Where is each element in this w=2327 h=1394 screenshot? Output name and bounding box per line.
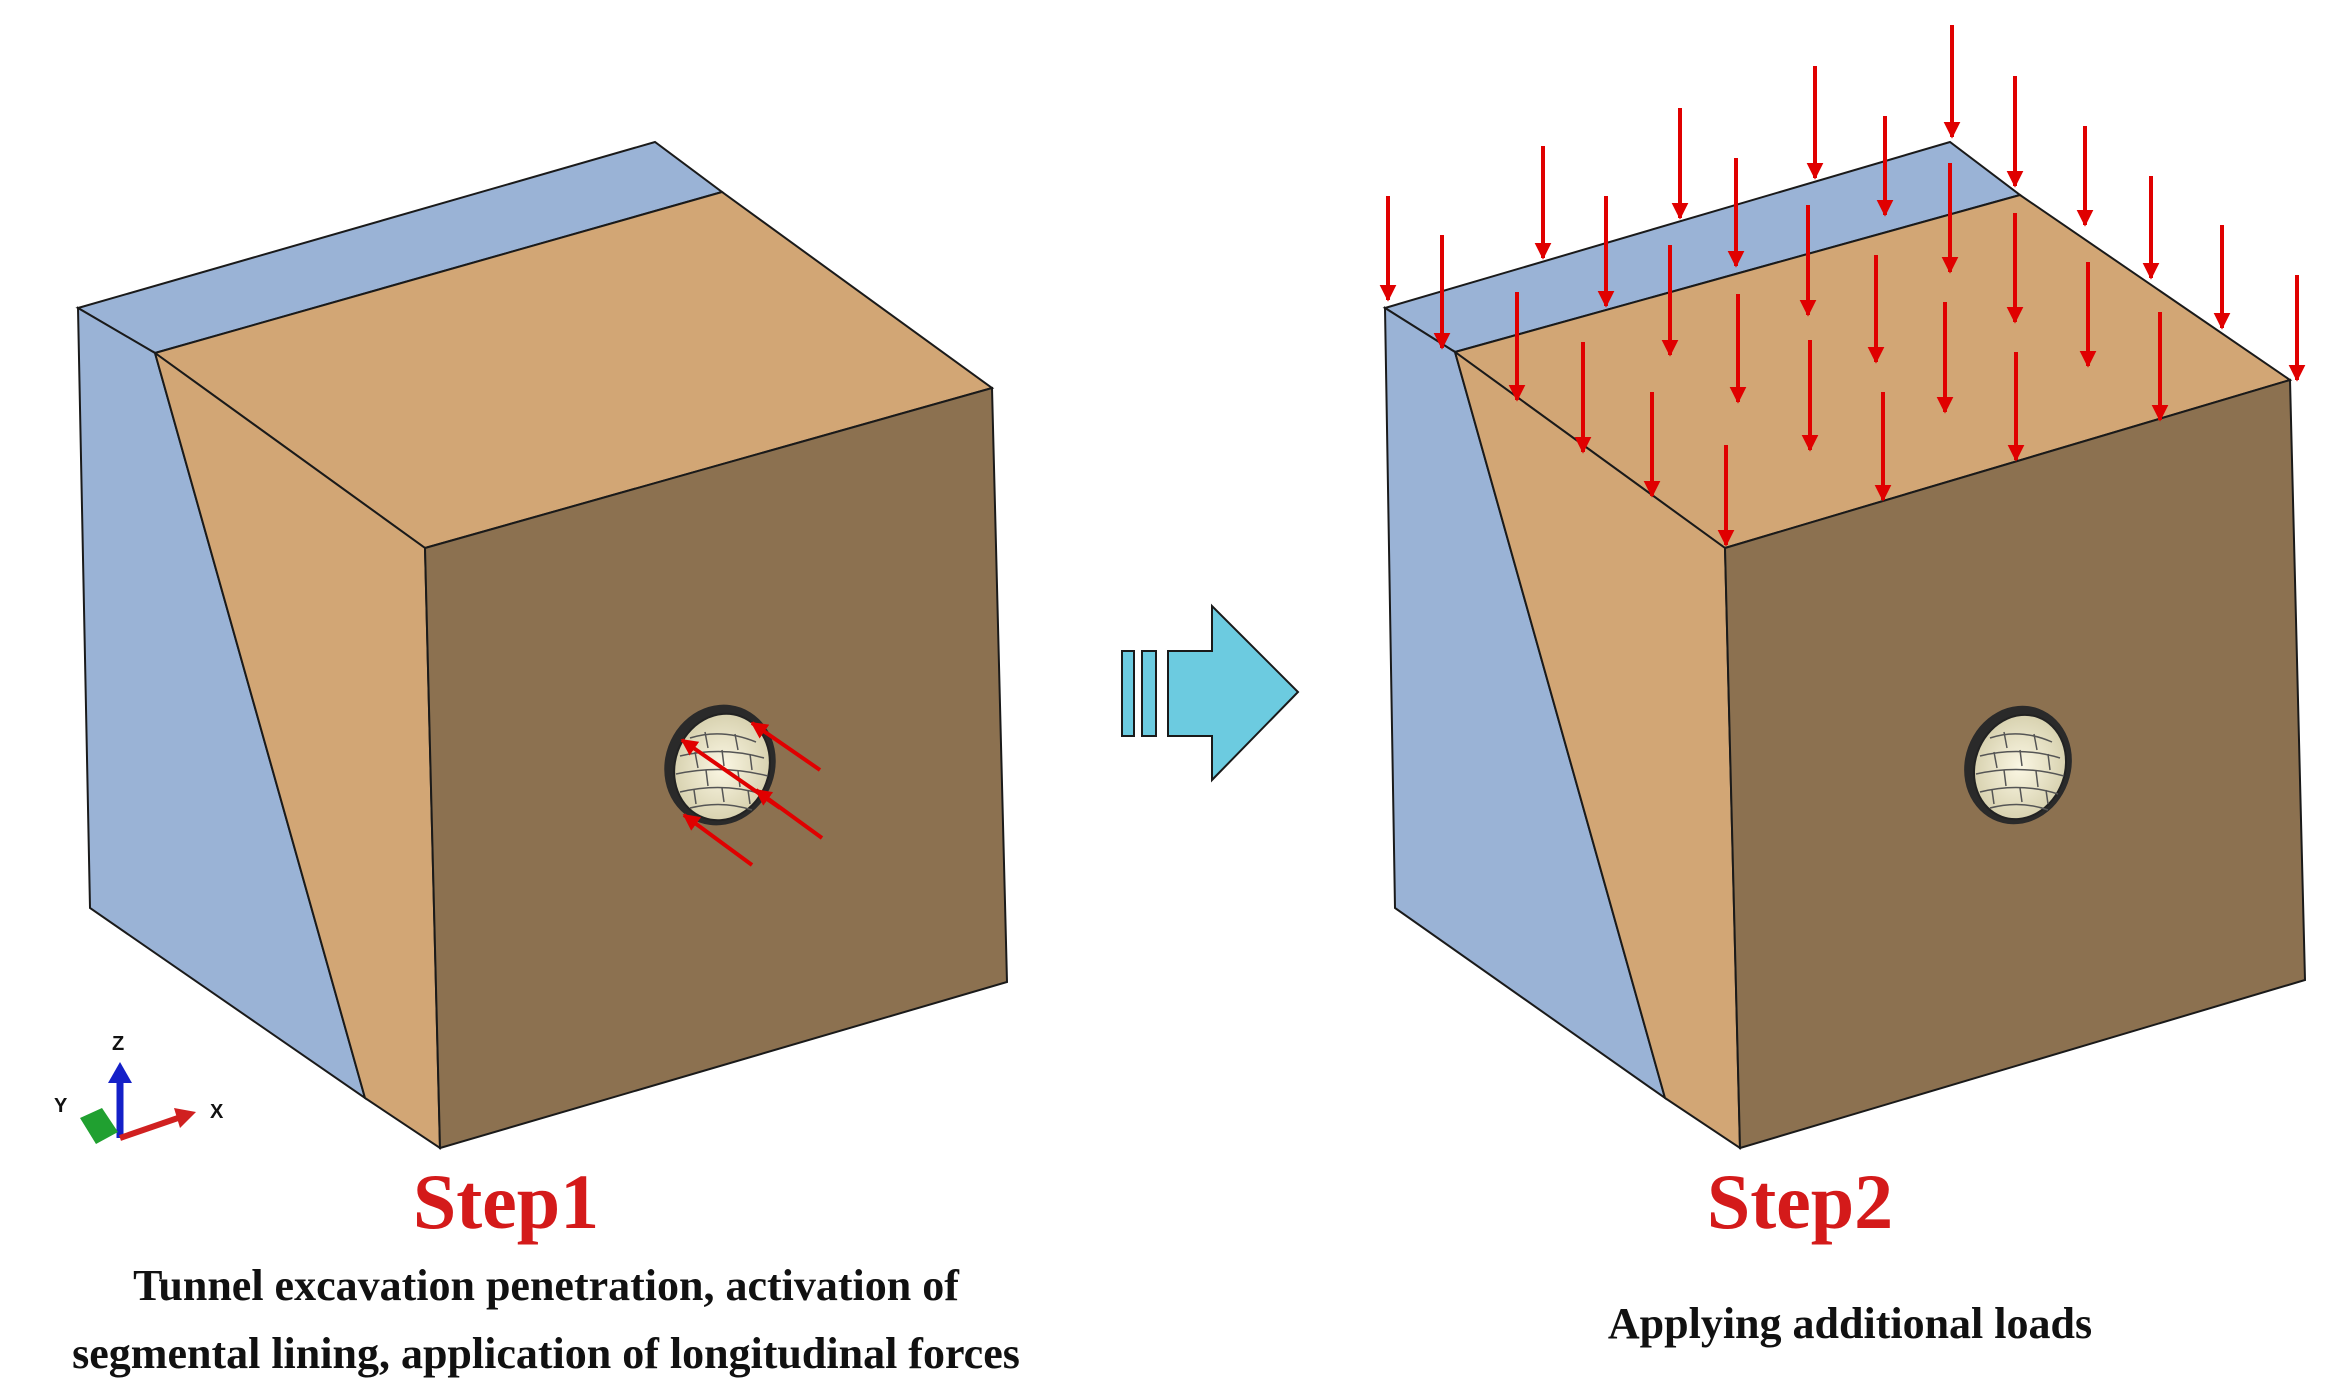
axis-z-label: Z [112, 1033, 124, 1055]
longitudinal-force-arrow [682, 813, 754, 867]
transition-arrow-bar [1141, 650, 1157, 737]
transition-arrow-bar [1121, 650, 1135, 737]
step2-tunnel-lining [1964, 705, 2072, 825]
axis-x-label: X [210, 1101, 224, 1123]
step2-labels: Step2 Applying additional loads [1608, 1158, 2092, 1348]
vertical-load-arrows [1379, 25, 2306, 547]
axis-y-label: Y [54, 1095, 68, 1117]
longitudinal-force-arrows [680, 721, 824, 867]
longitudinal-force-arrow [680, 738, 782, 810]
transition-arrow-head [1167, 603, 1300, 783]
step1-caption-line2: segmental lining, application of longitu… [72, 1329, 1020, 1378]
axis-triad: Z Y X [54, 1033, 224, 1144]
transition-arrow [1121, 603, 1300, 783]
step1-title: Step1 [413, 1158, 599, 1245]
step2-title: Step2 [1707, 1158, 1893, 1245]
step2-caption: Applying additional loads [1608, 1299, 2092, 1348]
step1-labels: Step1 Tunnel excavation penetration, act… [72, 1158, 1020, 1378]
step2-model [1379, 25, 2307, 1150]
longitudinal-force-arrow [750, 721, 822, 772]
step1-caption-line1: Tunnel excavation penetration, activatio… [133, 1261, 960, 1310]
step1-model [75, 140, 1009, 1150]
